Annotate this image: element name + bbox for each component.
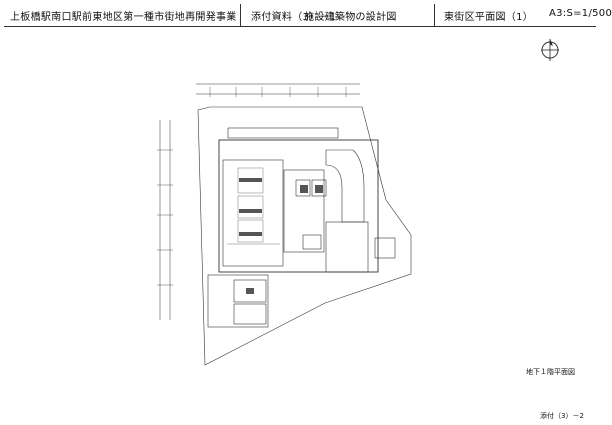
- lower-wing: [207, 274, 269, 328]
- site-boundary: [197, 106, 412, 366]
- hatched-element: [315, 185, 323, 193]
- title-block: 上板橋駅南口駅前東地区第一種市街地再開発事業 添付資料（3）－1 施設建築物の設…: [4, 2, 612, 27]
- annex-room: [374, 237, 396, 259]
- parking-bay: [237, 195, 264, 219]
- parking-area: [222, 159, 284, 267]
- building-outline: [218, 139, 379, 273]
- north-arrow-icon: [541, 39, 559, 61]
- stair: [302, 234, 322, 250]
- floor-caption: 地下１階平面図: [526, 368, 575, 376]
- document-reference: 添付資料（3）－1: [251, 12, 337, 23]
- core-area: [283, 169, 325, 253]
- lower-wing-room: [233, 279, 267, 303]
- hatched-element: [246, 288, 254, 294]
- hatched-element: [239, 209, 262, 213]
- page-number: 添付（3）－2: [540, 412, 584, 420]
- ramp: [325, 149, 365, 223]
- east-wing: [325, 221, 369, 273]
- drawing-title: 施設建築物の設計図: [304, 12, 397, 23]
- hatched-element: [239, 178, 262, 182]
- parking-bay: [237, 167, 264, 194]
- project-title: 上板橋駅南口駅前東地区第一種市街地再開発事業: [10, 12, 237, 23]
- elevator: [295, 179, 311, 197]
- elevator: [311, 179, 327, 197]
- sheet-name: 東街区平面図（1）: [444, 12, 534, 23]
- parking-bay: [237, 219, 264, 243]
- lower-wing-room: [233, 303, 267, 325]
- scale-label: A3:S=1/500: [549, 8, 612, 19]
- top-strip: [227, 127, 339, 139]
- title-block-divider: [434, 4, 435, 26]
- hatched-element: [300, 185, 308, 193]
- dimension-ticks: [157, 87, 347, 286]
- hatched-element: [239, 232, 262, 236]
- title-block-divider: [240, 4, 241, 26]
